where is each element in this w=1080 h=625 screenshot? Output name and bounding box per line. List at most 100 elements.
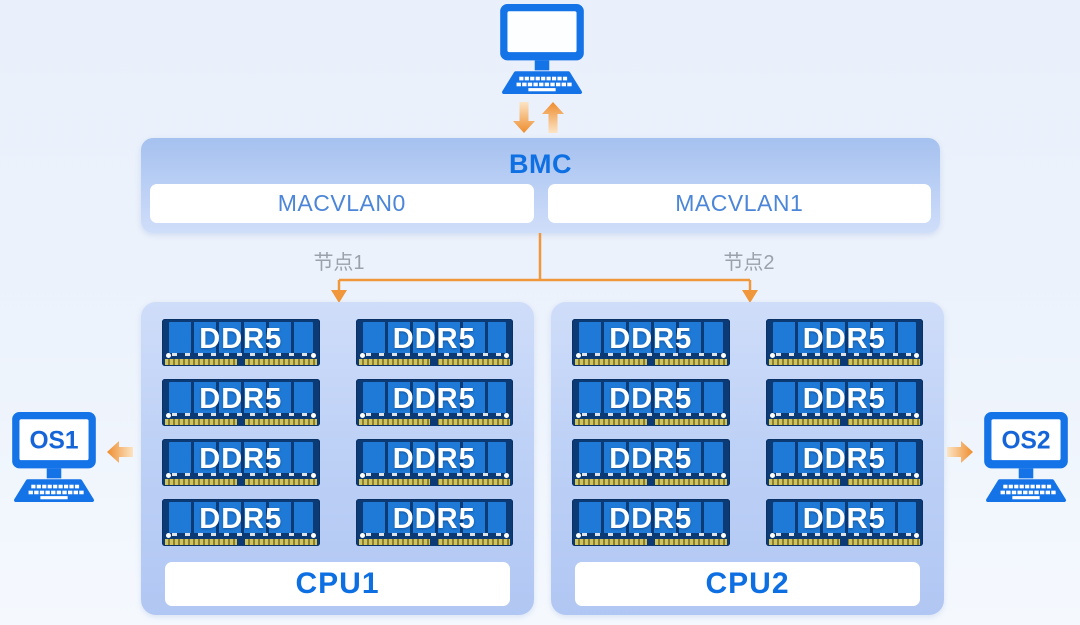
dimm-chips-icon (772, 382, 916, 413)
bmc-ports-row: MACVLAN0 MACVLAN1 (150, 184, 931, 223)
dimm-notch-icon (840, 358, 849, 366)
node1-arrowhead-icon (331, 290, 347, 303)
dimm-notch-icon (646, 538, 655, 546)
ddr5-label: DDR5 (199, 503, 283, 535)
ddr5-label: DDR5 (609, 323, 693, 355)
ddr5-module: DDR5 (355, 319, 513, 366)
dimm-components-icon (172, 353, 310, 356)
dimm-mount-hole-icon (504, 413, 509, 418)
monitor-icon: OS2 (984, 412, 1068, 502)
ddr5-label: DDR5 (802, 323, 886, 355)
os2-computer-icon: OS2 (976, 412, 1076, 503)
dimm-mount-hole-icon (166, 413, 171, 418)
dimm-chips-icon (362, 502, 506, 533)
ddr5-label: DDR5 (802, 503, 886, 535)
dimm-mount-hole-icon (310, 473, 316, 478)
dimm-notch-icon (840, 538, 849, 546)
dimm-components-icon (775, 353, 913, 356)
bmc-node-connector (331, 233, 758, 303)
dimm-chips-icon (579, 502, 723, 533)
dimm-mount-hole-icon (720, 533, 726, 538)
dimm-components-icon (582, 473, 720, 476)
macvlan0-box: MACVLAN0 (150, 184, 534, 223)
dimm-components-icon (172, 473, 310, 476)
dimm-mount-hole-icon (914, 413, 919, 418)
ddr5-module: DDR5 (572, 439, 730, 486)
ddr5-module: DDR5 (162, 379, 320, 426)
dimm-mount-hole-icon (720, 473, 726, 478)
dimm-mount-hole-icon (359, 353, 365, 358)
ddr5-label: DDR5 (609, 383, 693, 415)
monitor-icon: OS1 (12, 412, 96, 502)
os1-computer-icon: OS1 (4, 412, 104, 503)
dimm-mount-hole-icon (576, 413, 581, 418)
dimm-mount-hole-icon (720, 413, 726, 418)
ddr5-module: DDR5 (162, 319, 320, 366)
dimm-chips-icon (579, 442, 723, 473)
node1-link-label: 节点1 (313, 252, 365, 274)
ddr5-module: DDR5 (162, 499, 320, 546)
bmc-box: BMC MACVLAN0 MACVLAN1 (141, 138, 940, 233)
os2-label: OS2 (1001, 427, 1050, 454)
dimm-mount-hole-icon (359, 413, 365, 418)
dimm-mount-hole-icon (576, 533, 581, 538)
dimm-chips-icon (579, 382, 723, 413)
dimm-mount-hole-icon (310, 533, 316, 538)
dimm-mount-hole-icon (914, 353, 919, 358)
ddr5-module: DDR5 (572, 379, 730, 426)
dimm-mount-hole-icon (504, 473, 509, 478)
dimm-components-icon (365, 413, 503, 416)
dimm-chips-icon (362, 382, 506, 413)
dimm-notch-icon (840, 418, 849, 426)
ddr5-module: DDR5 (355, 439, 513, 486)
dimm-chips-icon (579, 322, 723, 353)
macvlan1-label: MACVLAN1 (675, 190, 804, 216)
dimm-components-icon (172, 413, 310, 416)
ddr5-module: DDR5 (355, 499, 513, 546)
dimm-components-icon (172, 533, 310, 536)
ddr5-label: DDR5 (392, 443, 476, 475)
dimm-notch-icon (430, 358, 439, 366)
monitor-icon (500, 4, 584, 94)
dimm-notch-icon (430, 538, 439, 546)
dimm-components-icon (365, 533, 503, 536)
ddr5-module: DDR5 (765, 379, 923, 426)
dimm-components-icon (365, 473, 503, 476)
ddr5-label: DDR5 (609, 443, 693, 475)
dimm-chips-icon (362, 442, 506, 473)
dimm-mount-hole-icon (504, 353, 509, 358)
dimm-chips-icon (169, 442, 313, 473)
dimm-components-icon (365, 353, 503, 356)
dimm-notch-icon (236, 478, 245, 486)
dimm-notch-icon (236, 538, 245, 546)
dimm-notch-icon (236, 358, 245, 366)
dimm-mount-hole-icon (769, 353, 775, 358)
client-computer-icon (492, 4, 592, 95)
ddr5-module: DDR5 (765, 319, 923, 366)
dimm-chips-icon (169, 382, 313, 413)
cpu2-box: CPU2 (575, 562, 920, 606)
dimm-mount-hole-icon (359, 533, 365, 538)
cpu1-label: CPU1 (295, 567, 380, 600)
dimm-chips-icon (772, 442, 916, 473)
dimm-chips-icon (169, 322, 313, 353)
dimm-components-icon (582, 533, 720, 536)
dimm-notch-icon (646, 418, 655, 426)
dimm-notch-icon (430, 418, 439, 426)
cpu2-label: CPU2 (705, 567, 790, 600)
up-arrow-icon (542, 102, 564, 133)
dimm-components-icon (582, 353, 720, 356)
ddr5-label: DDR5 (199, 323, 283, 355)
dimm-mount-hole-icon (720, 353, 726, 358)
ddr5-label: DDR5 (199, 443, 283, 475)
node2-link-label: 节点2 (723, 252, 775, 274)
ddr5-label: DDR5 (199, 383, 283, 415)
dimm-mount-hole-icon (166, 473, 171, 478)
macvlan1-box: MACVLAN1 (547, 184, 931, 223)
ddr5-module: DDR5 (572, 499, 730, 546)
ddr5-module: DDR5 (765, 439, 923, 486)
dimm-components-icon (775, 473, 913, 476)
